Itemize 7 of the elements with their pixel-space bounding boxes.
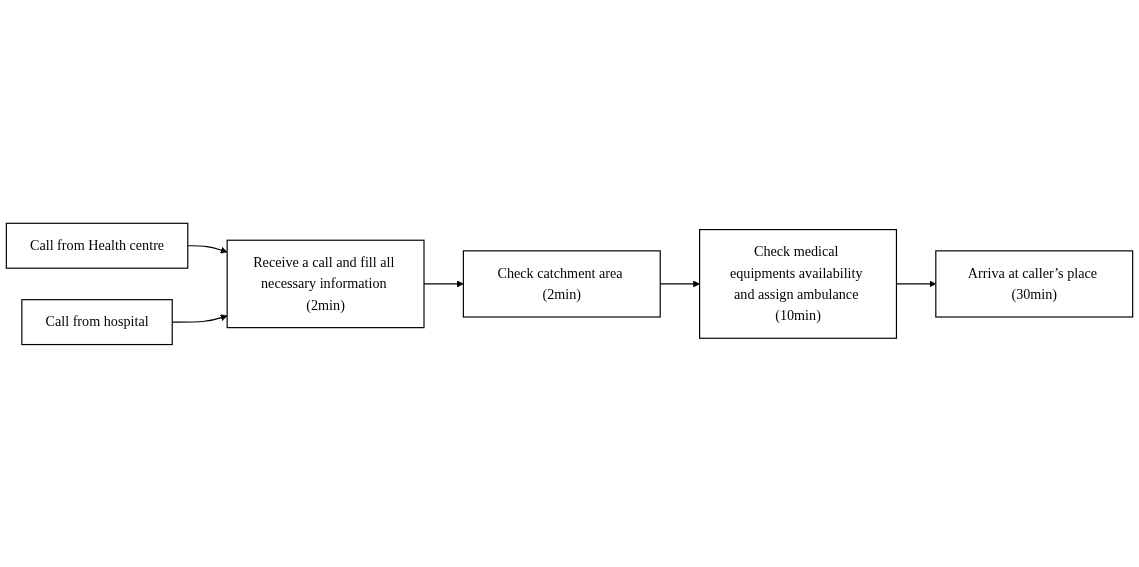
node-box: Check medical equipments availability and assign ambulance (10min) bbox=[699, 228, 898, 339]
node-box: Call from Health centre bbox=[5, 222, 189, 269]
arrow bbox=[187, 244, 228, 254]
node-box: Check catchment area (2min) bbox=[462, 249, 661, 318]
node-box: Arriva at caller’s place (30min) bbox=[935, 249, 1134, 318]
node-box: Receive a call and fill all necessary information (2min) bbox=[226, 239, 425, 328]
node-box: Call from hospital bbox=[21, 298, 173, 345]
